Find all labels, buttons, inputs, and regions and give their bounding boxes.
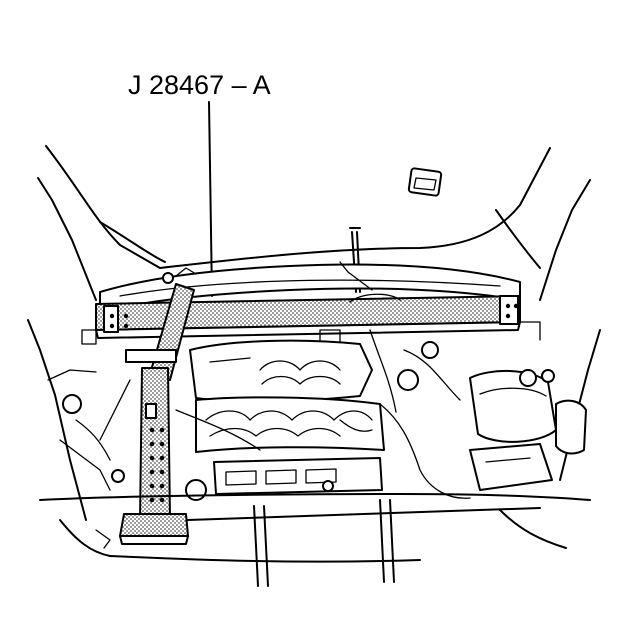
support-fixture-post	[95, 283, 195, 549]
hoses-and-wiring	[47, 329, 471, 499]
engine-assembly	[111, 339, 385, 501]
callout-leader-line	[208, 101, 213, 297]
hood-outline	[27, 145, 601, 521]
tool-callout-label: J 28467 – A	[128, 70, 271, 100]
support-fixture-crossbar	[81, 293, 541, 345]
front-lower-support	[39, 493, 591, 587]
right-side-components	[469, 369, 587, 491]
